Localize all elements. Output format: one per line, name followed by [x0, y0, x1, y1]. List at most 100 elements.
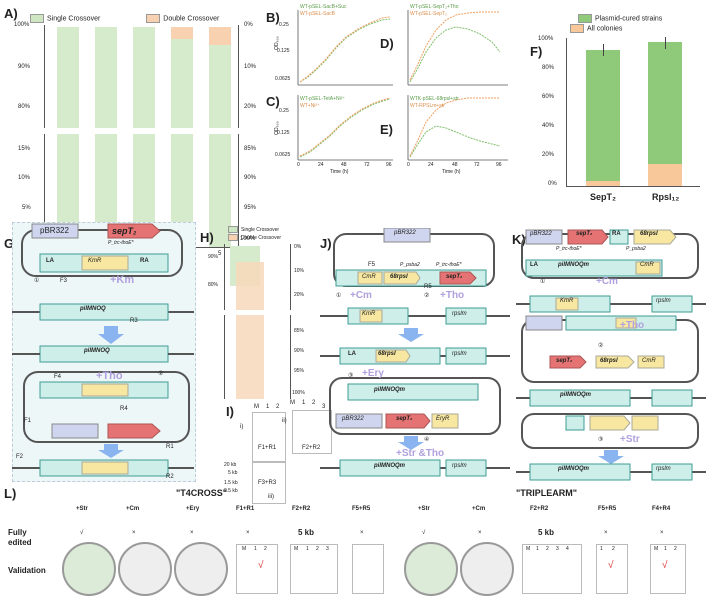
tick-label: 20%: [542, 152, 555, 158]
integrated-loop: [23, 371, 190, 443]
eryr-label: EryR: [436, 416, 450, 422]
ptrc-label: P_trc-thoE*: [556, 246, 582, 252]
bar-rpsl12: [648, 42, 682, 186]
panel-e-label: E): [380, 122, 393, 137]
legend-d-1: WT-pSEL-SepT₂+Tho: [410, 4, 459, 10]
growth-curves-svg: [297, 10, 508, 161]
lane-label: 3: [326, 546, 329, 552]
rpslm-label-2: rpslm: [452, 351, 467, 357]
plus-km: +Km: [110, 274, 135, 286]
tick-label: 96: [496, 162, 502, 168]
tick-label: 10%: [294, 268, 305, 274]
rpslm-label: rpslm: [656, 298, 671, 304]
tick-label: 10%: [244, 64, 257, 70]
bar-sept2: [586, 50, 620, 186]
legend-b-1: WT-pSEL-SacB+Suc: [300, 4, 347, 10]
step-2: ②: [158, 371, 164, 377]
plate-ery: [174, 542, 228, 596]
tick-label: 0.0625: [275, 152, 291, 158]
tick-label: 0%: [244, 22, 253, 28]
lane-label: 2: [264, 546, 267, 552]
chrom-box: [39, 303, 169, 321]
legend-swatch: [228, 234, 238, 241]
step-1: ①: [34, 278, 40, 284]
lane-label: M: [290, 400, 295, 406]
flow-arrow: [98, 326, 124, 344]
pilmnoq-label: pilMNOQ: [80, 306, 106, 312]
lane-label: 1: [266, 404, 270, 410]
triplearm-title: "TRIPLEARM": [516, 488, 578, 498]
pilmnoqm-label-3: pilMNOQm: [558, 466, 589, 472]
lane-label: M: [242, 546, 247, 552]
pilmnoqm-label: pilMNOQm: [558, 262, 589, 268]
step-1: ①: [540, 279, 546, 285]
y-axis-right: [238, 25, 239, 247]
tick-label: 90%: [294, 348, 305, 354]
col-ery: +Ery: [186, 506, 200, 512]
step-3: ③: [598, 437, 604, 443]
tick-label: 100%: [240, 236, 256, 242]
marker-0.5kb: 0.5 kb: [224, 488, 238, 494]
tick-label: 95%: [244, 205, 257, 211]
rpsl68-label-2: 68rpsl: [378, 351, 396, 357]
panel-d-label: D): [380, 36, 394, 51]
legend-double: Double Crossover: [163, 15, 220, 23]
rpsl68-label: 68rpsl: [640, 231, 658, 237]
bar-4-double: [171, 27, 193, 39]
legend-swatch: [578, 14, 592, 23]
legend-single: Single Crossover: [47, 15, 101, 23]
y-axis: [44, 25, 45, 247]
lane-label: 2: [312, 400, 316, 406]
ra-label: RA: [612, 231, 621, 237]
rpslm-label: rpslm: [452, 311, 467, 317]
legend-swatch: [570, 24, 584, 33]
primer-f5: F5: [368, 262, 376, 268]
legend-e-2: WT-RPSLm+str: [410, 103, 445, 109]
la-label: LA: [348, 351, 356, 357]
step-1: ①: [336, 293, 342, 299]
y-axis: [566, 38, 567, 186]
plate-cm: [118, 542, 172, 596]
lane-label: 1: [302, 400, 306, 406]
curve-c-1: [299, 98, 391, 158]
legend-c-1: WT-pSEL-TetA+Ni²⁺: [300, 96, 346, 102]
sept2-label-2: sepT₂: [396, 416, 413, 422]
primer-f1: F1: [24, 418, 32, 424]
tick-label: 96: [386, 162, 392, 168]
tick-label: 48: [341, 162, 347, 168]
panel-h-label: H): [200, 230, 214, 245]
sept2-label: sepT₂: [576, 231, 593, 237]
primer-r5: R5: [424, 284, 432, 290]
mark: √: [422, 530, 426, 536]
mark: ×: [132, 530, 136, 536]
tick-label: 24: [318, 162, 324, 168]
lane-label: M: [294, 546, 299, 552]
bar-sept2-all: [586, 181, 620, 186]
primer-f2: F2: [16, 454, 24, 460]
tick-label: 0%: [548, 181, 557, 187]
mark: ×: [478, 530, 482, 536]
tick-label: 90%: [18, 64, 31, 70]
lane-label: M: [254, 404, 259, 410]
errbar: [665, 37, 666, 49]
la-label: LA: [530, 262, 538, 268]
tick-label: 20%: [294, 292, 305, 298]
lane-label: M: [654, 546, 659, 552]
col-f2r2: F2+R2: [292, 506, 311, 512]
mark: ×: [604, 530, 608, 536]
bar-1: [57, 27, 79, 247]
kmr-label: KmR: [88, 258, 102, 264]
legend-plasmid-cured: Plasmid-cured strains: [595, 15, 663, 23]
panel-i-label: I): [226, 404, 234, 419]
pbr322-label: pBR322: [530, 231, 552, 237]
marker-5kb: 5 kb: [228, 470, 238, 476]
x-cat: 5: [218, 251, 222, 257]
gel-label-ii: ii): [282, 418, 287, 424]
pbr322-label: pBR322: [40, 226, 69, 235]
panel-a-label: A): [4, 6, 18, 21]
bar-h-double: [236, 262, 264, 399]
col-f2r2-2: F2+R2: [530, 506, 549, 512]
cmr-label-2: CmR: [642, 358, 656, 364]
bar-2: [95, 27, 117, 247]
sept2-label: sepT₂: [446, 274, 463, 280]
